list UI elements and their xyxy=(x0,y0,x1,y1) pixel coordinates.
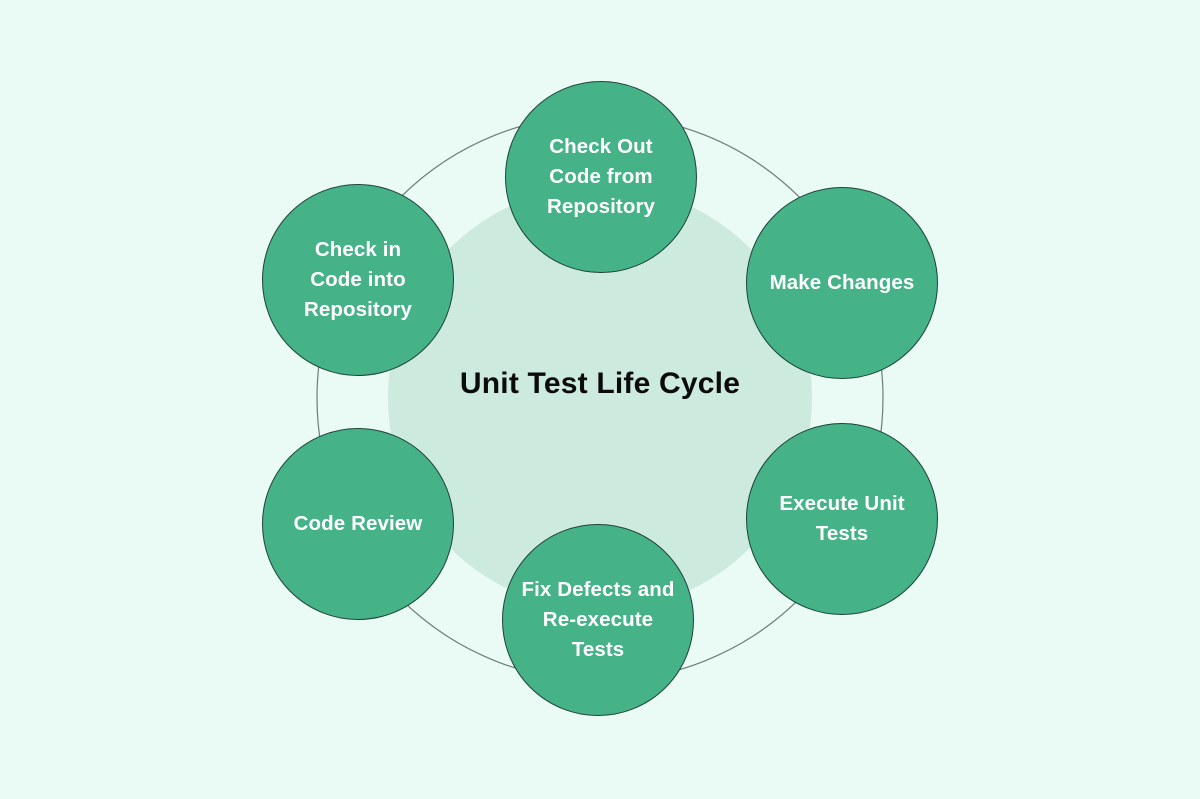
node-make-changes[interactable]: Make Changes xyxy=(746,187,938,379)
node-label-execute-unit-tests: Execute Unit Tests xyxy=(779,491,905,545)
node-label-fix-defects: Fix Defects and Re-execute Tests xyxy=(521,577,675,662)
node-code-review[interactable]: Code Review xyxy=(262,428,454,620)
node-label-make-changes: Make Changes xyxy=(769,270,915,294)
node-fix-defects[interactable]: Fix Defects and Re-execute Tests xyxy=(502,524,694,716)
node-label-check-in-code: Check in Code into Repository xyxy=(303,237,413,322)
node-label-check-out-code: Check Out Code from Repository xyxy=(546,134,656,219)
node-check-out-code[interactable]: Check Out Code from Repository xyxy=(505,81,697,273)
node-label-code-review: Code Review xyxy=(293,511,423,535)
diagram-center-title: Unit Test Life Cycle xyxy=(459,367,741,400)
inner-disc xyxy=(388,186,812,610)
node-check-in-code[interactable]: Check in Code into Repository xyxy=(262,184,454,376)
node-execute-unit-tests[interactable]: Execute Unit Tests xyxy=(746,423,938,615)
